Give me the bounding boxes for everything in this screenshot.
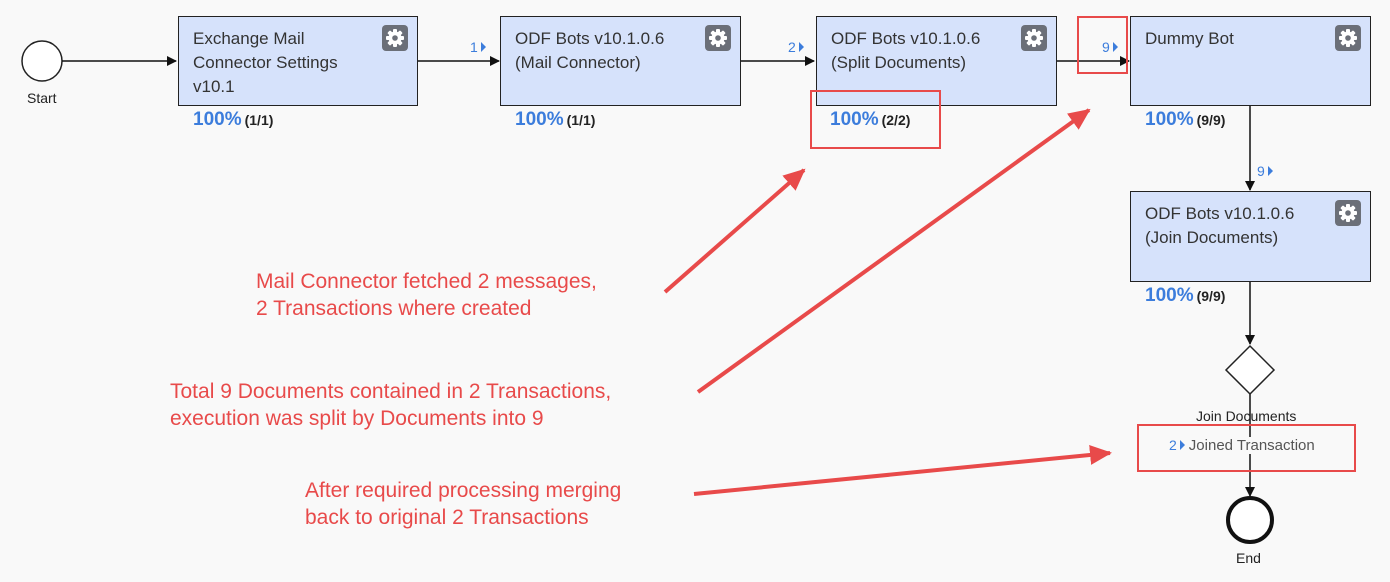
- annotation-split: Total 9 Documents contained in 2 Transac…: [170, 378, 611, 432]
- end-label: End: [1236, 550, 1261, 566]
- progress-percent: 100%: [193, 109, 242, 130]
- annotation-line: Total 9 Documents contained in 2 Transac…: [170, 380, 612, 403]
- gateway-label: Join Documents: [1196, 408, 1297, 424]
- annotation-line: After required processing merging: [305, 479, 622, 502]
- node-mail-connector[interactable]: ODF Bots v10.1.0.6 (Mail Connector): [500, 16, 741, 106]
- node-title-line: Exchange Mail: [193, 29, 305, 48]
- play-icon: [1179, 440, 1185, 450]
- node-title-line: ODF Bots v10.1.0.6: [1145, 204, 1295, 223]
- node-dummy-bot[interactable]: Dummy Bot: [1130, 16, 1371, 106]
- progress-percent: 100%: [830, 109, 879, 130]
- annotation-arrow-merge: [693, 445, 1112, 496]
- start-event[interactable]: [21, 40, 63, 82]
- node-title: ODF Bots v10.1.0.6 (Join Documents): [1145, 202, 1326, 250]
- node-title: ODF Bots v10.1.0.6 (Split Documents): [831, 27, 1012, 75]
- node-title-line: (Mail Connector): [515, 53, 641, 72]
- gear-icon[interactable]: [1021, 25, 1047, 51]
- annotation-merge: After required processing merging back t…: [305, 477, 621, 531]
- join-documents-gateway[interactable]: [1224, 344, 1276, 396]
- progress-percent: 100%: [1145, 285, 1194, 306]
- gear-icon[interactable]: [382, 25, 408, 51]
- node-title-line: v10.1: [193, 77, 235, 96]
- annotation-line: execution was split by Documents into 9: [170, 407, 544, 430]
- gear-icon[interactable]: [1335, 200, 1361, 226]
- play-icon: [1267, 166, 1273, 176]
- flow-count-badge: 1: [470, 39, 486, 55]
- node-title: Exchange Mail Connector Settings v10.1: [193, 27, 373, 99]
- flow-count-value: 9: [1257, 163, 1265, 179]
- play-icon: [480, 42, 486, 52]
- progress-fraction: (1/1): [566, 112, 596, 128]
- end-event[interactable]: [1226, 496, 1274, 544]
- progress-fraction: (9/9): [1196, 112, 1226, 128]
- flow-count-value: 2: [1169, 437, 1177, 453]
- node-progress: 100%(9/9): [1145, 109, 1225, 131]
- flow-count-badge: 2: [788, 39, 804, 55]
- node-title-line: Connector Settings: [193, 53, 338, 72]
- node-progress: 100%(1/1): [193, 109, 273, 131]
- node-title-line: Dummy Bot: [1145, 29, 1234, 48]
- flow-count-badge: 9: [1099, 39, 1121, 55]
- node-exchange-mail-connector-settings[interactable]: Exchange Mail Connector Settings v10.1: [178, 16, 418, 106]
- node-title-line: (Join Documents): [1145, 228, 1279, 247]
- play-icon: [1112, 42, 1118, 52]
- joined-transaction-label: Joined Transaction: [1188, 437, 1315, 454]
- joined-transaction-badge: 2 Joined Transaction: [1166, 437, 1318, 454]
- annotation-arrow-split: [696, 108, 1091, 394]
- highlight-split-to-dummy-count: [1077, 16, 1128, 74]
- annotation-line: 2 Transactions where created: [256, 297, 532, 320]
- flow-count-value: 1: [470, 39, 478, 55]
- progress-fraction: (1/1): [244, 112, 274, 128]
- progress-percent: 100%: [1145, 109, 1194, 130]
- flow-count-value: 9: [1102, 39, 1110, 55]
- progress-fraction: (2/2): [881, 112, 911, 128]
- highlight-joined-transaction: [1137, 424, 1356, 472]
- gear-icon[interactable]: [1335, 25, 1361, 51]
- highlight-split-progress: [810, 90, 941, 149]
- node-title: ODF Bots v10.1.0.6 (Mail Connector): [515, 27, 696, 75]
- progress-fraction: (9/9): [1196, 288, 1226, 304]
- annotation-line: back to original 2 Transactions: [305, 506, 589, 529]
- node-progress: 100%(1/1): [515, 109, 595, 131]
- annotation-line: Mail Connector fetched 2 messages,: [256, 270, 597, 293]
- node-title-line: ODF Bots v10.1.0.6: [515, 29, 665, 48]
- node-title-line: ODF Bots v10.1.0.6: [831, 29, 981, 48]
- node-progress: 100%(9/9): [1145, 285, 1225, 307]
- progress-percent: 100%: [515, 109, 564, 130]
- annotation-arrow-mail-connector: [663, 168, 806, 294]
- play-icon: [798, 42, 804, 52]
- node-title-line: (Split Documents): [831, 53, 967, 72]
- node-join-documents[interactable]: ODF Bots v10.1.0.6 (Join Documents): [1130, 191, 1371, 282]
- flow-count-badge: 9: [1254, 163, 1276, 179]
- node-title: Dummy Bot: [1145, 27, 1326, 51]
- flow-count-value: 2: [788, 39, 796, 55]
- start-label: Start: [27, 90, 57, 106]
- node-progress: 100%(2/2): [830, 109, 910, 131]
- gear-icon[interactable]: [705, 25, 731, 51]
- annotation-mail-connector: Mail Connector fetched 2 messages, 2 Tra…: [256, 268, 597, 322]
